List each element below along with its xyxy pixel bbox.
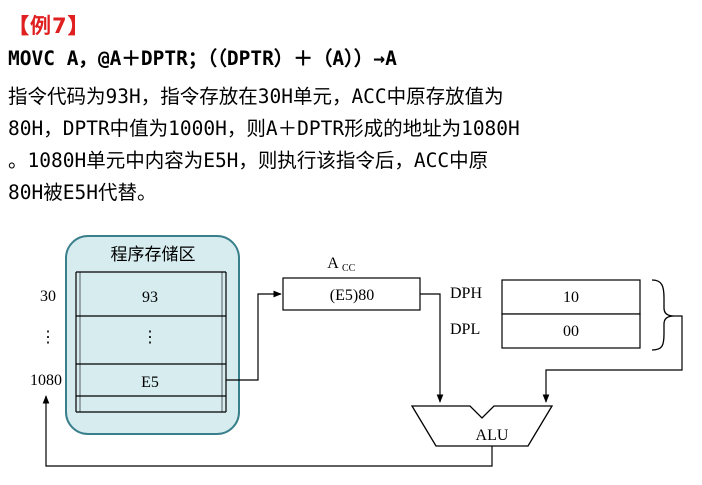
alu: ALU [410,405,554,447]
dph-value: 10 [563,289,579,306]
dpl-label: DPL [450,321,480,338]
memory-cell-e5: E5 [141,374,159,391]
explanation-line-4: 80H被E5H代替。 [8,181,157,204]
explanation-line-3: 。1080H单元中内容为E5H，则执行该指令后，ACC中原 [8,149,489,172]
acc-to-alu-arrow [420,293,444,403]
dptr-brace [651,279,675,351]
memory-cell-93: 93 [142,289,158,306]
acc-register: A CC (E5)80 [282,255,421,311]
dptr-register: DPH DPL 10 00 [450,279,675,351]
explanation-line-2: 80H，DPTR中值为1000H，则A＋DPTR形成的地址为1080H [8,117,520,140]
acc-label-main: A [327,255,339,272]
mem-to-acc-arrow [226,290,282,381]
address-1080: 1080 [30,372,62,389]
memory-cell-ellipsis: ⋮ [142,329,158,346]
explanation-line-1: 指令代码为93H，指令存放在30H单元，ACC中原存放值为 [8,85,504,108]
example-title: 【例7】 [8,14,90,38]
address-ellipsis: ⋮ [40,329,56,346]
dpl-value: 00 [563,323,579,340]
alu-to-address-arrow [42,395,493,467]
alu-label: ALU [476,427,509,444]
memory-title: 程序存储区 [111,245,196,265]
memory-background [65,235,240,435]
address-30: 30 [40,288,56,305]
acc-value: (E5)80 [330,287,374,304]
dph-label: DPH [450,285,482,302]
instruction-line: MOVC A，@A＋DPTR；（（DPTR）＋（A））→A [8,47,397,70]
program-memory: 程序存储区 93 ⋮ E5 [65,235,240,435]
dptr-to-alu-arrow [542,315,683,403]
data-path-diagram: 程序存储区 93 ⋮ E5 30 ⋮ 1080 A CC (E5)80 DPH … [30,235,683,467]
acc-label-sub: CC [342,263,356,274]
